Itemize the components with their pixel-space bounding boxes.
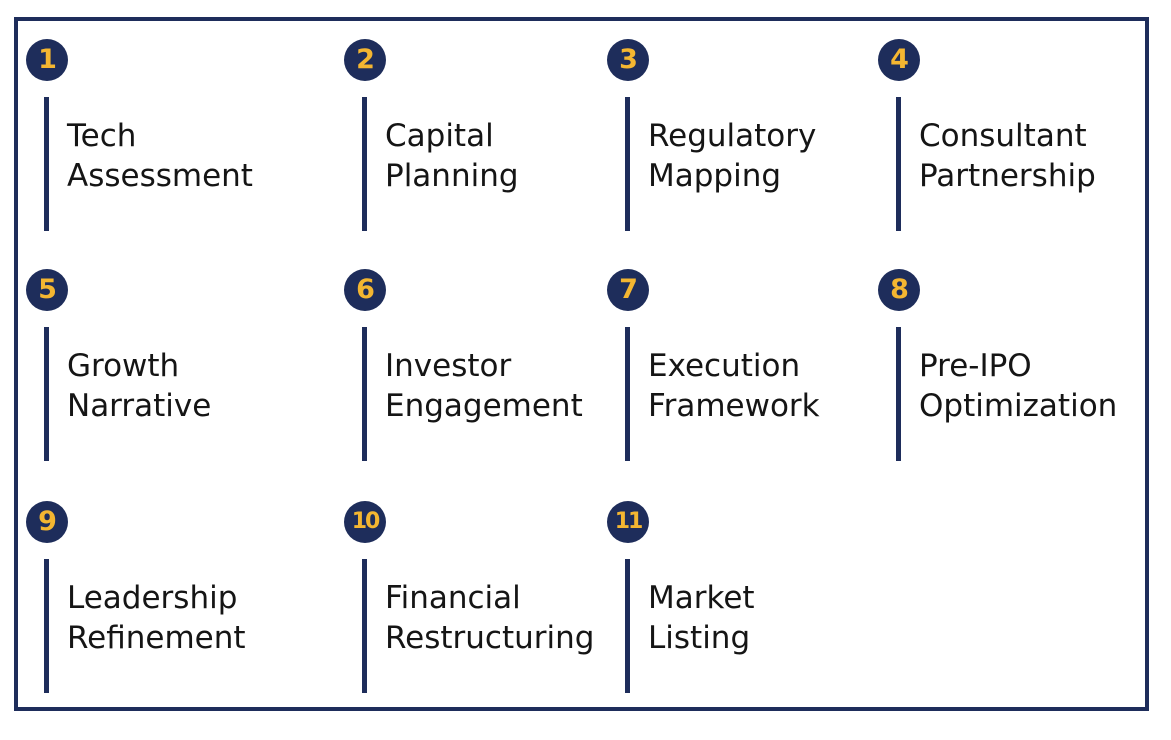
- step-divider-bar: [625, 97, 630, 231]
- step-number-badge: 3: [607, 39, 649, 81]
- step-label-line-2: Partnership: [919, 158, 1096, 194]
- step-8: 8 Pre-IPO Optimization: [878, 269, 1158, 469]
- step-divider-bar: [896, 97, 901, 231]
- step-divider-bar: [362, 559, 367, 693]
- step-number-badge: 9: [26, 501, 68, 543]
- step-label: Investor Engagement: [385, 346, 583, 426]
- step-10: 10 Financial Restructuring: [344, 501, 624, 701]
- step-number-badge: 10: [344, 501, 386, 543]
- step-label-line-1: Financial: [385, 580, 521, 616]
- step-label-line-2: Mapping: [648, 158, 782, 194]
- step-label-line-2: Refinement: [67, 620, 246, 656]
- step-label: Regulatory Mapping: [648, 116, 816, 196]
- diagram-frame: [14, 17, 1149, 711]
- step-label-line-2: Narrative: [67, 388, 212, 424]
- step-divider-bar: [362, 97, 367, 231]
- step-label-line-2: Optimization: [919, 388, 1118, 424]
- step-label-line-1: Tech: [67, 118, 137, 154]
- step-divider-bar: [625, 327, 630, 461]
- step-label-line-1: Investor: [385, 348, 512, 384]
- step-number-badge: 7: [607, 269, 649, 311]
- step-label: Consultant Partnership: [919, 116, 1096, 196]
- step-label: Pre-IPO Optimization: [919, 346, 1117, 426]
- step-label-line-2: Listing: [648, 620, 751, 656]
- step-label-line-1: Pre-IPO: [919, 348, 1032, 384]
- step-5: 5 Growth Narrative: [26, 269, 306, 469]
- step-label-line-2: Restructuring: [385, 620, 595, 656]
- step-label-line-2: Assessment: [67, 158, 253, 194]
- step-label: Financial Restructuring: [385, 578, 594, 658]
- step-label: Tech Assessment: [67, 116, 253, 196]
- step-divider-bar: [44, 559, 49, 693]
- step-divider-bar: [44, 327, 49, 461]
- step-2: 2 Capital Planning: [344, 39, 624, 239]
- step-divider-bar: [625, 559, 630, 693]
- step-number-badge: 4: [878, 39, 920, 81]
- step-label-line-1: Execution: [648, 348, 801, 384]
- step-7: 7 Execution Framework: [607, 269, 887, 469]
- step-label-line-2: Framework: [648, 388, 820, 424]
- step-number-badge: 5: [26, 269, 68, 311]
- step-label: Capital Planning: [385, 116, 519, 196]
- step-label: Growth Narrative: [67, 346, 211, 426]
- step-number-badge: 6: [344, 269, 386, 311]
- step-11: 11 Market Listing: [607, 501, 887, 701]
- step-label-line-1: Consultant: [919, 118, 1087, 154]
- step-label: Market Listing: [648, 578, 755, 658]
- step-9: 9 Leadership Refinement: [26, 501, 306, 701]
- step-number-badge: 2: [344, 39, 386, 81]
- step-divider-bar: [44, 97, 49, 231]
- step-label: Execution Framework: [648, 346, 820, 426]
- step-1: 1 Tech Assessment: [26, 39, 306, 239]
- step-6: 6 Investor Engagement: [344, 269, 624, 469]
- step-label-line-1: Growth: [67, 348, 180, 384]
- step-number-badge: 8: [878, 269, 920, 311]
- step-divider-bar: [362, 327, 367, 461]
- step-label: Leadership Refinement: [67, 578, 246, 658]
- step-label-line-1: Capital: [385, 118, 494, 154]
- step-number-badge: 11: [607, 501, 649, 543]
- step-label-line-1: Regulatory: [648, 118, 817, 154]
- step-3: 3 Regulatory Mapping: [607, 39, 887, 239]
- step-4: 4 Consultant Partnership: [878, 39, 1158, 239]
- step-label-line-1: Market: [648, 580, 755, 616]
- step-number-badge: 1: [26, 39, 68, 81]
- step-divider-bar: [896, 327, 901, 461]
- step-label-line-2: Planning: [385, 158, 519, 194]
- step-label-line-2: Engagement: [385, 388, 583, 424]
- step-label-line-1: Leadership: [67, 580, 238, 616]
